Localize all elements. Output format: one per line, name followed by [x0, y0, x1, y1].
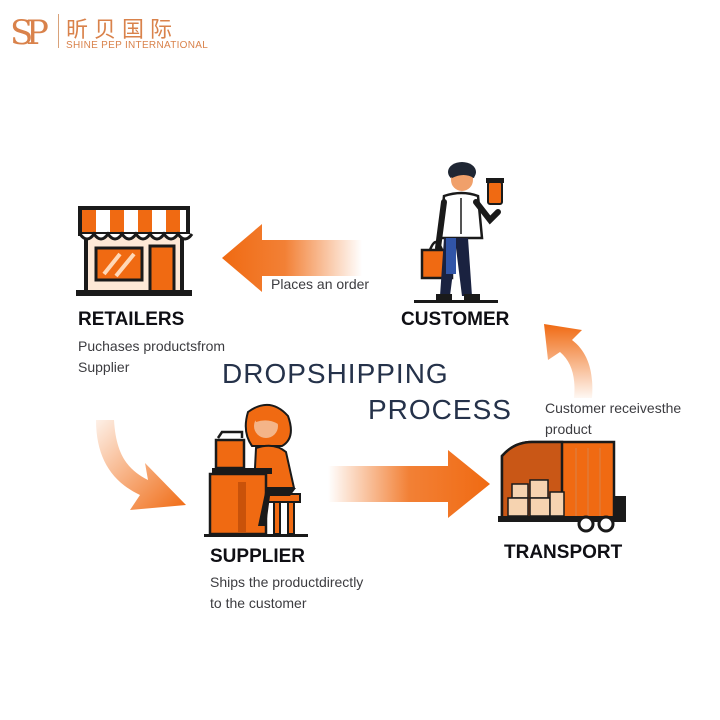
- supplier-description: Ships the productdirectly to the custome…: [210, 572, 400, 614]
- customer-receives-line-1: Customer receivesthe: [545, 400, 682, 416]
- supplier-desc-line-2: to the customer: [210, 595, 307, 611]
- retailers-desc-line-1: Puchases productsfrom: [78, 338, 226, 354]
- svg-text:P: P: [26, 13, 49, 53]
- svg-text:S: S: [10, 13, 33, 53]
- logo-english-name: SHINE PEP INTERNATIONAL: [66, 40, 209, 51]
- supplier-label: SUPPLIER: [210, 546, 306, 567]
- customer-receives-label: Customer receivesthe product: [545, 398, 681, 440]
- storefront-icon: [76, 206, 194, 296]
- arrow-supplier-to-transport: [328, 450, 490, 518]
- diagram-title-line-1: DROPSHIPPING: [222, 358, 449, 389]
- logo-divider: [58, 14, 59, 48]
- customer-receives-line-2: product: [545, 421, 592, 437]
- customer-with-shopping-bag-icon: [414, 162, 504, 303]
- customer-label: CUSTOMER: [401, 309, 510, 330]
- brand-logo-icon: S P: [10, 13, 49, 53]
- arrow-retailers-to-supplier: [96, 420, 186, 510]
- arrow-transport-to-customer: [544, 324, 593, 398]
- places-order-label: Places an order: [271, 276, 370, 292]
- supplier-desc-line-1: Ships the productdirectly: [210, 574, 364, 590]
- retailers-label: RETAILERS: [78, 309, 185, 330]
- retailers-desc-line-2: Supplier: [78, 359, 130, 375]
- person-at-desk-icon: [204, 404, 308, 537]
- diagram-title-line-2: PROCESS: [368, 394, 512, 425]
- retailers-description: Puchases productsfrom Supplier: [78, 336, 248, 378]
- transport-label: TRANSPORT: [504, 542, 623, 563]
- delivery-truck-icon: [498, 440, 626, 533]
- logo-chinese-name: 昕贝国际: [66, 18, 179, 43]
